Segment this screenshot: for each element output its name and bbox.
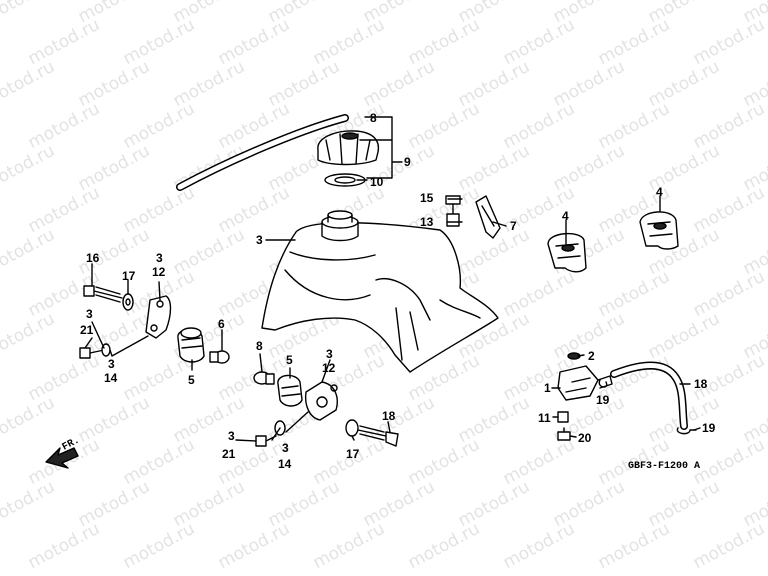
callout-6: 6 [218, 317, 225, 331]
callout-14-left: 14 [104, 371, 118, 385]
callout-12-left: 12 [152, 265, 166, 279]
washer-17-bottom [345, 419, 359, 437]
bolt-21-bottom [255, 435, 277, 447]
callout-11: 11 [538, 411, 551, 425]
callout-15: 15 [420, 191, 434, 205]
callout-9: 9 [404, 155, 411, 169]
callout-20: 20 [578, 431, 592, 445]
callout-3-left-mid: 3 [86, 307, 93, 321]
screw-15 [445, 195, 461, 214]
rubber-5-mid [277, 374, 303, 407]
clip-7 [475, 195, 501, 239]
clip-19-bottom [676, 427, 697, 435]
callout-8-mid: 8 [256, 339, 263, 353]
callout-4-right: 4 [656, 185, 663, 199]
rubber-5-left [177, 327, 205, 363]
callout-18-right: 18 [694, 377, 708, 391]
callout-19-top: 19 [596, 393, 610, 407]
collar-13 [446, 213, 460, 227]
callout-4-mid: 4 [562, 209, 569, 223]
callout-3-mid: 3 [326, 347, 333, 361]
direction-arrow [45, 447, 79, 469]
nut-11 [557, 411, 569, 423]
bolt-16 [83, 285, 123, 303]
callout-3-left-low: 3 [108, 357, 115, 371]
screw-20 [557, 427, 571, 441]
callout-13: 13 [420, 215, 434, 229]
breather-tube [176, 114, 349, 191]
clip-19-top [598, 379, 608, 388]
callout-3-left-top: 3 [156, 251, 163, 265]
fuel-tank [261, 210, 499, 373]
collar-8-mid [253, 371, 275, 385]
callout-17-left: 17 [122, 269, 136, 283]
callout-5-left: 5 [188, 373, 195, 387]
bracket-12-left [145, 295, 172, 339]
callout-10: 10 [370, 175, 384, 189]
callout-17-bottom: 17 [346, 447, 360, 461]
cushion-4-mid [547, 233, 587, 273]
callout-21-left: 21 [80, 323, 94, 337]
callout-3-bottom: 3 [228, 429, 235, 443]
callout-7: 7 [510, 219, 517, 233]
callout-5-mid: 5 [286, 353, 293, 367]
callout-14-bottom: 14 [278, 457, 292, 471]
cushion-4-right [639, 211, 679, 250]
callout-8-top: 8 [370, 111, 377, 125]
callout-18-bottom: 18 [382, 409, 396, 423]
washer-17-left [122, 293, 134, 311]
bolt-21-left [79, 347, 105, 359]
callout-3-tank: 3 [256, 233, 263, 247]
callout-1: 1 [544, 381, 551, 395]
fuel-cap [317, 130, 380, 166]
bolt-18-bottom [357, 425, 399, 447]
callout-3-bottom2: 3 [282, 441, 289, 455]
fuel-hose [610, 361, 688, 430]
callout-12-mid: 12 [322, 361, 336, 375]
callout-labels: 8 9 10 3 15 13 7 4 4 16 17 3 12 3 21 3 1… [61, 111, 716, 472]
diagram-code: GBF3-F1200 A [628, 461, 700, 472]
callout-21-bottom: 21 [222, 447, 236, 461]
collar-6 [209, 350, 230, 364]
callout-19-bottom: 19 [702, 421, 716, 435]
bracket-12-mid [304, 381, 338, 421]
callout-2: 2 [588, 349, 595, 363]
callout-16: 16 [86, 251, 100, 265]
